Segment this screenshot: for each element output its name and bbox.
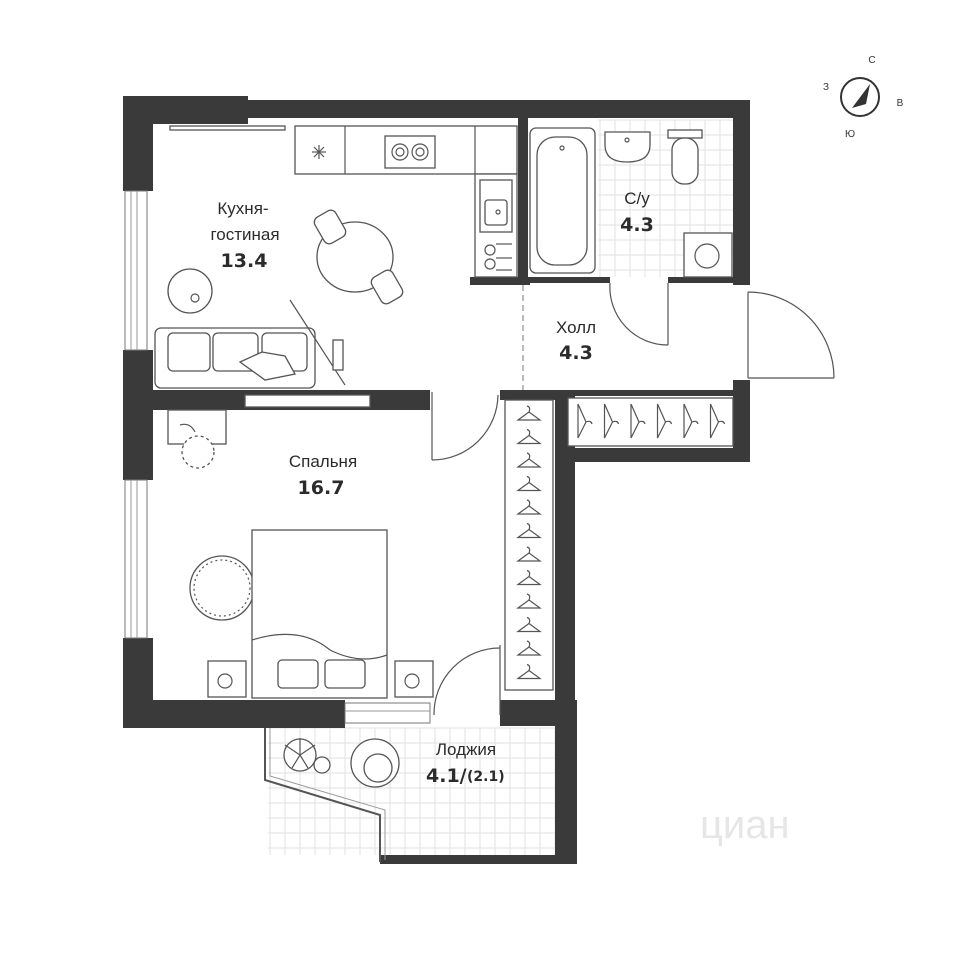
hanger-icon [603,403,620,439]
nightstand-right [394,660,434,698]
nightstand-left [207,660,247,698]
compass-west: З [823,82,829,93]
bedroom-door[interactable] [431,392,499,461]
snowflake-icon [312,145,326,159]
wardrobe-vertical [504,399,554,691]
bedroom-area: 16.7 [298,477,345,499]
loggia-furniture [283,738,400,788]
bathroom-name: С/у [624,189,650,208]
hanger-icon [516,522,542,539]
bedroom-balcony-door [344,702,431,724]
hanger-icon [709,403,726,439]
hanger-icon [516,499,542,515]
hanger-icon [683,403,699,439]
armchair-icon [350,738,400,788]
hall-name: Холл [556,318,596,337]
hanger-icon [516,546,542,562]
cooktop-icon [384,135,436,169]
washing-machine-icon [683,232,733,278]
kitchen-name-line1: Кухня- [217,199,268,218]
bathroom-fixtures [529,127,733,278]
compass-east: В [897,98,904,109]
room-labels: Кухня- гостиная 13.4 С/у 4.3 Холл 4.3 Сп… [210,189,653,787]
hanger-icon [516,593,542,609]
doors [431,282,835,716]
watermark: циан [700,803,790,847]
watermark-text: циан [700,803,790,847]
loggia-window [264,728,386,862]
windows [124,190,431,862]
washbasin-icon [604,131,651,163]
loggia-name: Лоджия [436,740,496,759]
plant-icon [283,738,331,774]
north-arrow-icon [852,84,870,108]
round-rug [189,555,255,621]
hanger-icon [516,452,542,468]
bathroom-door[interactable] [609,282,669,346]
double-bed [251,529,388,699]
floor-lamp [167,268,213,314]
kitchen-name-line2: гостиная [210,225,279,244]
hall-area: 4.3 [559,342,593,364]
hanger-icon [516,475,542,492]
hanger-icon [656,403,673,439]
hanger-icon [577,403,593,439]
desk [167,409,227,469]
loggia-door[interactable] [433,645,501,716]
kitchen-area: 13.4 [221,250,268,272]
sofa [154,327,316,389]
loggia-tiles [268,727,556,855]
entrance-door[interactable] [747,291,835,379]
sink-icon [479,179,513,233]
compass-south: Ю [845,129,855,140]
dishwasher-icon [484,243,512,271]
hanger-icon [516,663,542,680]
hanger-icon [516,428,542,445]
hanger-icon [630,403,646,439]
hanger-icon [516,569,542,586]
hanger-icon [516,640,542,656]
bedroom-name: Спальня [289,452,357,471]
compass: С В Ю З [823,55,904,140]
kitchen-furniture [154,125,518,389]
toilet-icon [667,129,703,185]
dining-table [313,209,404,305]
bedroom-window-left [124,479,148,639]
bedroom-furniture [167,394,434,699]
tv-stand [289,299,346,386]
hanger-icon [516,405,542,421]
loggia-area: 4.1/ [426,765,467,787]
kitchen-window-left [124,190,148,351]
loggia-area-reduced: (2.1) [467,769,505,785]
bathroom-area: 4.3 [620,214,654,236]
hanger-icon [516,616,542,633]
wardrobe-horizontal [567,397,734,447]
compass-north: С [868,55,875,66]
